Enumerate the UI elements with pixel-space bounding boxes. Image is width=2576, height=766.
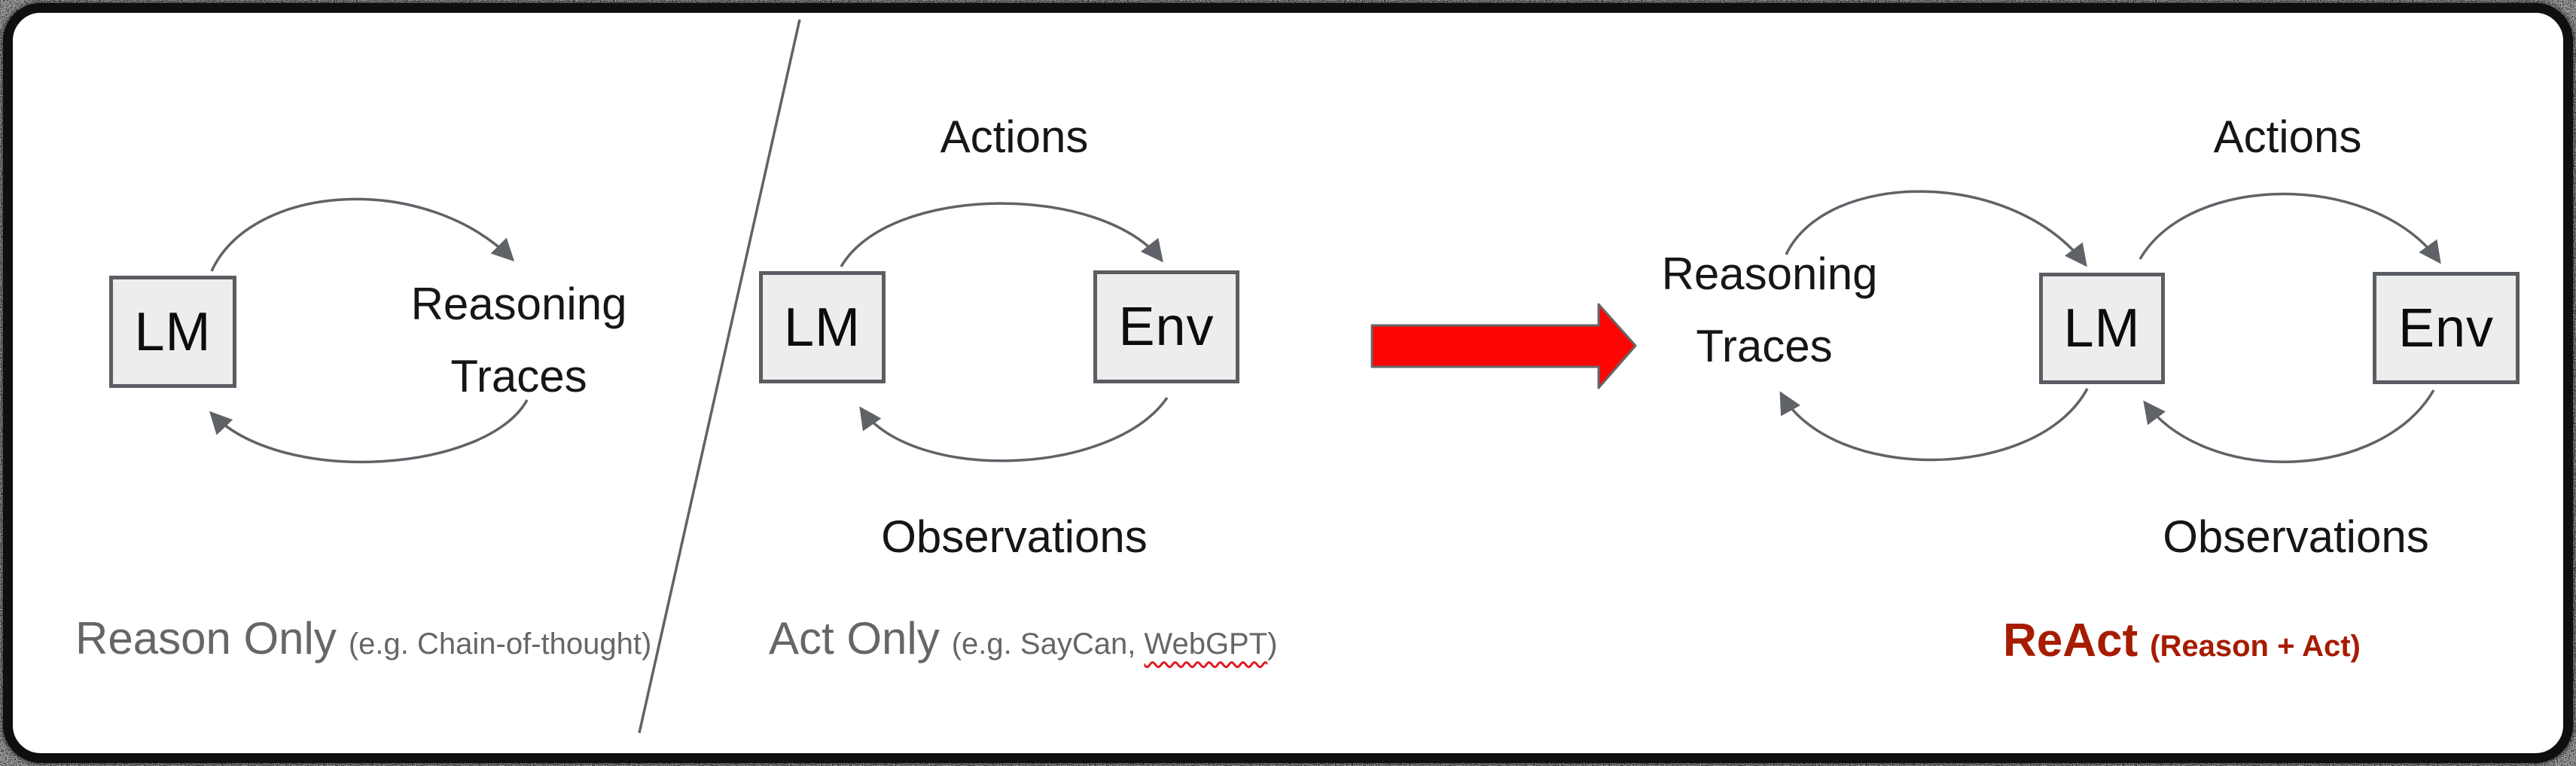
caption-reason-only-sub: (e.g. Chain-of-thought) xyxy=(348,627,652,661)
lm-node-reason-only: LM xyxy=(109,276,236,388)
react-reasoning-traces-label-line1: Reasoning xyxy=(1661,249,1878,299)
caption-act-only-sub-suffix: ) xyxy=(1267,627,1278,661)
caption-act-only-main: Act Only xyxy=(769,613,940,664)
caption-act-only: Act Only (e.g. SayCan, WebGPT) xyxy=(769,616,1278,661)
env-node-react: Env xyxy=(2373,272,2520,384)
observations-label-react: Observations xyxy=(2163,511,2429,562)
caption-reason-only: Reason Only (e.g. Chain-of-thought) xyxy=(75,616,651,661)
lm-node-label: LM xyxy=(783,297,861,358)
caption-react-main: ReAct xyxy=(2003,615,2139,667)
lm-node-react: LM xyxy=(2039,273,2165,384)
observations-label-act-only: Observations xyxy=(881,511,1148,562)
reasoning-traces-label-line1: Reasoning xyxy=(410,279,627,329)
lm-node-act-only: LM xyxy=(759,271,886,383)
lm-node-label: LM xyxy=(2063,298,2141,359)
env-node-label: Env xyxy=(2398,298,2495,359)
reasoning-traces-label-line2: Traces xyxy=(450,351,587,401)
caption-act-only-webgpt-misspelled: WebGPT xyxy=(1144,627,1268,661)
caption-act-only-sub-prefix: (e.g. SayCan, xyxy=(951,627,1145,661)
caption-act-only-sub: (e.g. SayCan, WebGPT) xyxy=(952,629,1278,659)
env-node-label: Env xyxy=(1118,297,1215,357)
actions-label-react: Actions xyxy=(2213,111,2362,162)
caption-react: ReAct (Reason + Act) xyxy=(2003,618,2361,664)
caption-reason-only-main: Reason Only xyxy=(75,613,337,664)
actions-label-act-only: Actions xyxy=(940,111,1089,162)
react-reasoning-traces-label-line2: Traces xyxy=(1696,321,1833,371)
caption-react-sub: (Reason + Act) xyxy=(2150,630,2361,663)
env-node-act-only: Env xyxy=(1093,270,1239,383)
lm-node-label: LM xyxy=(134,301,212,362)
